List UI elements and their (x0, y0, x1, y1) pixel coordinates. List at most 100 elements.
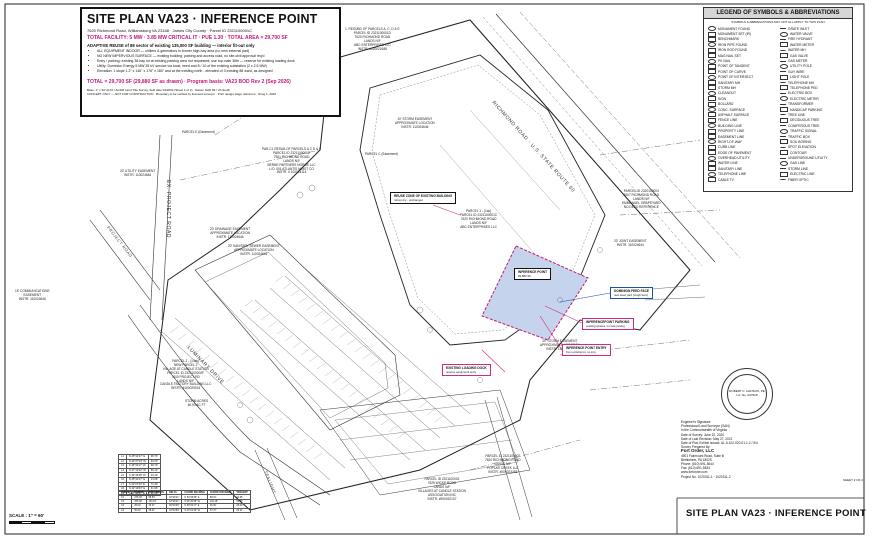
legend-symbol-icon (780, 139, 788, 145)
legend-symbol-icon (708, 58, 716, 64)
legend-item: SPOT ELEVATION (780, 145, 848, 150)
legend-symbol-icon (708, 171, 716, 177)
label-parcel-bottom2: PARCEL ID 2321100002 7620 RICHMOND ROAD … (485, 454, 521, 474)
legend-label: MONUMENT SET (IR) (718, 32, 752, 37)
legend-item: HANDICAP PARKING (780, 107, 848, 113)
title-block-note: Base: 1" = 60' ALTA / ACSM Land Title Su… (87, 88, 277, 96)
scale-label: SCALE : 1" = 60' (9, 513, 45, 518)
legend-symbol-icon (780, 107, 788, 113)
legend-item: STORM LINE (780, 166, 848, 171)
legend-label: FIBER OPTIC (788, 177, 809, 182)
legend-item: TRAFFIC SIGNAL (780, 128, 848, 134)
legend-symbol-icon (780, 42, 788, 48)
legend-item: WATER VALVE (780, 31, 848, 37)
legend-label: FENCE LINE (718, 118, 738, 123)
legend-label: TELEPHONE PED (790, 85, 818, 90)
lower-parking (319, 389, 531, 496)
interior-wall (469, 109, 561, 211)
title-block-address: 7620 Richmond Road, Williamsburg VA 2318… (87, 28, 253, 33)
legend-item: SANITARY MH (708, 80, 776, 86)
legend-item: ASPHALT SURFACE (708, 112, 776, 118)
legend-item: TRANSFORMER (780, 101, 848, 106)
legend-label: POINT OF CURVE (718, 69, 746, 74)
legend-item: WATER METER (780, 42, 848, 48)
callout-sub: roll-up dry - unchanged (394, 198, 423, 202)
legend-symbol-icon (780, 117, 788, 123)
signature-line: Date of Plat, Exhibit Issued: AL-5-102-0… (681, 441, 758, 446)
legend-item: RIGHT-OF-WAY (708, 139, 776, 145)
callout-point-entry: INFERENCE POINT ENTRY from existing lot,… (562, 344, 611, 356)
legend-symbol-icon (780, 160, 788, 166)
legend-symbol-icon (708, 96, 716, 102)
legend-item: TRAFFIC BOX (780, 134, 848, 139)
legend-item: STORM MH (708, 85, 776, 91)
legend-label: TELEPHONE LINE (718, 172, 747, 177)
legend-item: MONUMENT FOUND (708, 26, 776, 32)
sheet-number: SHEET 2 OF 2 (843, 478, 863, 482)
legend-item: TELEPHONE MH (780, 80, 848, 85)
legend-symbol-icon (708, 85, 716, 91)
legend-label: POINT OF INTERSECT (718, 75, 754, 80)
title-block: SITE PLAN VA23 · INFERENCE POINT 7620 Ri… (80, 7, 341, 117)
legend-label: GAS VALVE (790, 53, 809, 58)
legend-label: CLEANOUT (718, 91, 736, 96)
legend-item: SOIL BORING (780, 139, 848, 145)
legend-label: WATER METER (790, 42, 814, 47)
bottom-road (484, 396, 533, 521)
legend-label: FIRE HYDRANT (788, 37, 813, 42)
legend-label: CONC. SURFACE (718, 107, 746, 112)
signature-line: in the Commonwealth of Virginia (681, 428, 727, 433)
legend-symbol-icon (708, 107, 716, 113)
firm-line: Bethlehem, PA 18025 (681, 457, 712, 462)
label-parcel-1: PARCEL 1 - (1ac) PARCEL ID 2321100001C 7… (460, 209, 498, 229)
seal-ring (727, 374, 767, 414)
callout-reuse-zone: REUSE ZONE OF EXISTING BUILDING roll-up … (390, 192, 457, 204)
legend-item: ELECTRIC BOX (780, 91, 848, 96)
label-sewer-easement: 20' SANITARY SEWER EASEMENT APPROXIMATE … (228, 244, 280, 256)
legend-label: GRATE INLET (788, 26, 810, 31)
legend-symbol-icon (780, 28, 786, 30)
table-cell: 37.47' (206, 507, 235, 514)
legend-label: EASEMENT LINE (718, 134, 745, 139)
legend-symbol-icon (780, 38, 786, 40)
label-parcel-c: PARCEL C (Easement) (365, 152, 398, 156)
legend-label: WATER VALVE (790, 32, 813, 37)
firm-line: Phone: (610) 691-5644 (681, 462, 714, 467)
tree-symbols (237, 184, 603, 424)
road-label-ex-project: EX. PROJECT ROAD (165, 180, 171, 239)
legend-label: PROPERTY LINE (718, 129, 745, 134)
legend-item: GUY WIRE (780, 69, 848, 74)
label-utility-easement: 20' UTILITY EASEMENT INSTR. 110024646 (120, 169, 156, 177)
legend-item: GRATE INLET (780, 26, 848, 31)
legend-label: TREE LINE (788, 112, 806, 117)
legend-item: PK NAIL (708, 58, 776, 64)
label-easement-top: 10' STORM EASEMENT APPROXIMATE LOCATION … (395, 117, 435, 129)
legend-item: ELECTRIC METER (780, 96, 848, 102)
callout-title: DOMINION FEED FACE (614, 289, 650, 293)
label-parcel-top: 1. RESUBD OF PARCELS A, C, D & E PARCEL … (345, 27, 400, 51)
table-cell: S 23°31'49" W (181, 507, 208, 514)
legend-symbol-icon (780, 60, 786, 62)
legend-label: GUY WIRE (788, 69, 805, 74)
firm-line: www.fortorder.com (681, 470, 708, 475)
seal-name: ROBERT C. HANSON, PE Lic. No. 037918 (722, 389, 772, 397)
label-parcel-bottom: PARCEL ID 2321100002 7625 WICKE ROAD LAN… (418, 477, 466, 501)
legend-label: MONUMENT FOUND (718, 26, 750, 31)
firm-line: 4901 Fairmount Road, Suite B (681, 453, 724, 458)
inference-point-area (481, 245, 589, 341)
legend-item: EDGE OF PAVEMENT (708, 150, 776, 156)
legend-symbol-icon (708, 155, 716, 161)
title-block-stats: TOTAL FACILITY: 5 MW · 3.85 MW CRITICAL … (87, 35, 288, 41)
legend-label: TRAFFIC SIGNAL (790, 129, 817, 134)
legend-symbol-icon (780, 85, 788, 91)
legend-symbol-icon (780, 114, 786, 116)
legend-symbol-icon (708, 36, 716, 42)
sheet-border (4, 3, 865, 535)
callout-sub: 29,880 SF (518, 274, 531, 278)
legend-label: EDGE OF PAVEMENT (718, 150, 752, 155)
legend-label: MAG NAIL SET (718, 53, 741, 58)
